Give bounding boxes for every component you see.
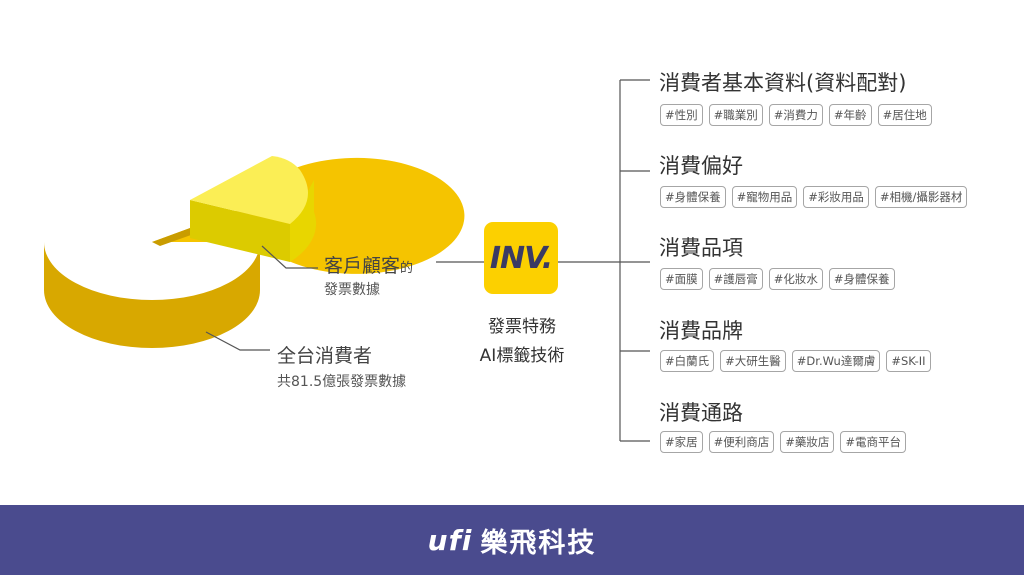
inv-logo: INV. — [484, 222, 558, 294]
category-title-basic: 消費者基本資料(資料配對) — [659, 71, 907, 95]
pie-slice-top — [190, 156, 308, 224]
tag: #性別 — [660, 104, 703, 126]
footer-bar: ufi 樂飛科技 — [0, 505, 1024, 575]
pie-main-side — [44, 242, 260, 348]
center-label-line1: 發票特務 — [488, 317, 556, 337]
tag: #護唇膏 — [708, 268, 763, 290]
tag: #身體保養 — [828, 268, 895, 290]
tag: #Dr.Wu達爾膚 — [791, 350, 881, 372]
footer-logo: ufi — [427, 523, 473, 557]
pie-slice-side — [190, 200, 290, 262]
footer-brand-name: 樂飛科技 — [480, 527, 597, 559]
inv-logo-text: INV. — [489, 240, 553, 276]
center-label-line2: AI標籤技術 — [479, 346, 565, 366]
main-connector-line — [205, 331, 270, 351]
tag: #相機/攝影器材 — [874, 186, 968, 208]
customer-label: 客戶顧客的 — [324, 251, 413, 278]
tag: #大研生醫 — [720, 350, 786, 372]
tag-row-brand: #白蘭氏 #大研生醫 #Dr.Wu達爾膚 #SK-II — [660, 350, 931, 372]
customer-title: 客戶顧客 — [324, 255, 401, 277]
tag: #職業別 — [708, 104, 763, 126]
tag: #寵物用品 — [731, 186, 798, 208]
tag: #年齡 — [828, 104, 872, 126]
tag: #彩妝用品 — [803, 186, 869, 208]
tag-row-channel: #家居 #便利商店 #藥妝店 #電商平台 — [660, 431, 907, 453]
tag: #身體保養 — [660, 186, 726, 208]
tag: #消費力 — [768, 104, 823, 126]
tag-row-items: #面膜 #護唇膏 #化妝水 #身體保養 — [660, 268, 895, 290]
all-consumers-title: 全台消費者 — [277, 345, 373, 367]
category-title-items: 消費品項 — [659, 236, 743, 260]
tag: #家居 — [660, 431, 703, 453]
all-consumers-sub: 共81.5億張發票數據 — [277, 374, 407, 390]
category-title-channel: 消費通路 — [659, 401, 743, 425]
pie-slice-outer-side — [290, 180, 317, 262]
tag: #電商平台 — [840, 431, 907, 453]
tag-row-basic: #性別 #職業別 #消費力 #年齡 #居住地 — [660, 104, 932, 126]
tag: #SK-II — [886, 350, 931, 372]
category-title-brand: 消費品牌 — [659, 319, 743, 343]
customer-suffix: 的 — [400, 261, 414, 276]
tag: #便利商店 — [708, 431, 775, 453]
tag: #藥妝店 — [780, 431, 835, 453]
slice-connector-line — [261, 245, 318, 269]
tag: #白蘭氏 — [660, 350, 715, 372]
tag-row-preference: #身體保養 #寵物用品 #彩妝用品 #相機/攝影器材 — [660, 186, 968, 208]
category-title-preference: 消費偏好 — [659, 154, 743, 178]
tag: #面膜 — [660, 268, 703, 290]
customer-sub-label: 發票數據 — [324, 282, 380, 298]
tag: #化妝水 — [768, 268, 823, 290]
tag: #居住地 — [877, 104, 932, 126]
